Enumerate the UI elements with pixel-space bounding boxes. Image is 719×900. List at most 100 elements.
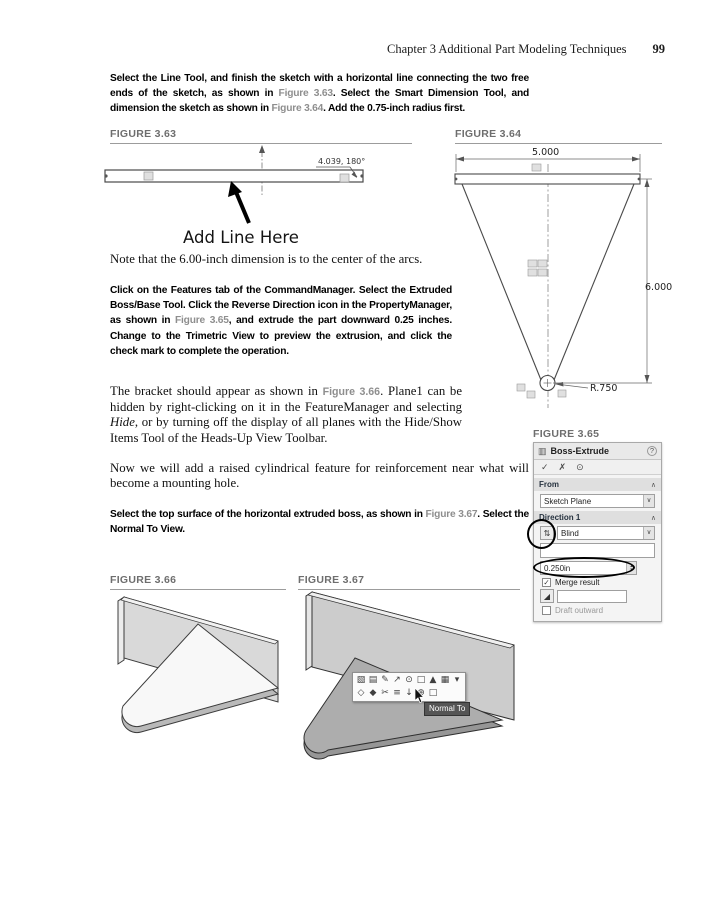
ok-icon[interactable]: ✓ <box>541 461 549 472</box>
chevron-up-icon: ∧ <box>650 481 656 489</box>
toolbar-icon[interactable]: ▲ <box>429 675 437 685</box>
plate-top-edge <box>307 591 515 649</box>
cancel-icon[interactable]: ✗ <box>558 461 567 472</box>
figure-3-66-label: FIGURE 3.66 <box>110 574 286 590</box>
arrowhead <box>644 179 650 187</box>
text-run: Select the top surface of the horizontal… <box>110 509 426 520</box>
toolbar-row: ◇ ◆ ✂ ≡ ↓ ⊕ □ <box>355 687 463 700</box>
arrowhead <box>456 156 464 162</box>
dimension-label: 5.000 <box>532 147 559 158</box>
relation-glyph <box>526 390 536 399</box>
relation-glyph <box>527 268 538 277</box>
from-plane-dropdown[interactable]: Sketch Plane ∨ <box>540 494 655 508</box>
running-head: Chapter 3 Additional Part Modeling Techn… <box>387 42 627 56</box>
dropdown-value: Sketch Plane <box>544 496 592 506</box>
hide-command: Hide <box>110 415 135 430</box>
direction-selection-box[interactable] <box>540 543 655 558</box>
page-number: 99 <box>652 42 666 56</box>
gusset-top-face <box>121 623 280 728</box>
normal-to-icon[interactable]: ↓ <box>405 688 413 698</box>
relation-glyph <box>143 171 154 181</box>
annotation-arrowhead <box>228 181 242 197</box>
toolbar-icon[interactable]: ◆ <box>369 688 377 698</box>
intro-paragraph: Select the Line Tool, and finish the ske… <box>110 71 529 117</box>
checkbox-label: Draft outward <box>555 606 604 615</box>
endpoint <box>360 174 364 178</box>
figure-3-63-label: FIGURE 3.63 <box>110 128 412 144</box>
checkbox-checked-icon: ✓ <box>542 578 551 587</box>
figure-ref-3-66: Figure 3.66 <box>322 386 381 398</box>
dimension-label: 6.000 <box>645 282 672 293</box>
figure-3-64-label: FIGURE 3.64 <box>455 128 662 144</box>
draft-outward-checkbox[interactable]: Draft outward <box>542 606 653 615</box>
chevron-down-icon: ∨ <box>643 495 654 507</box>
annotation-circle-depth <box>533 557 635 578</box>
toolbar-icon[interactable]: □ <box>416 675 426 685</box>
draft-row: ◢ <box>540 589 655 603</box>
plate-left-edge <box>305 591 313 671</box>
relation-glyph <box>537 259 548 268</box>
preview-icon[interactable]: ⊙ <box>576 461 584 472</box>
section-label: From <box>539 480 559 489</box>
toolbar-icon[interactable]: ⊙ <box>405 675 413 685</box>
figure-3-66-drawing <box>117 596 280 734</box>
page-header: Chapter 3 Additional Part Modeling Techn… <box>0 42 665 57</box>
figure-3-67-label: FIGURE 3.67 <box>298 574 520 590</box>
figure-ref-3-64: Figure 3.64 <box>271 103 324 115</box>
panel-title-bar: ▥ Boss-Extrude ? <box>534 443 661 460</box>
toolbar-icon[interactable]: ✎ <box>381 675 389 685</box>
draft-button[interactable]: ◢ <box>540 589 554 603</box>
relation-glyph <box>537 268 548 277</box>
text-run: . Select the Normal To View. <box>110 509 529 536</box>
panel-action-bar: ✓ ✗ ⊙ <box>534 460 661 475</box>
annotation-text: Add Line Here <box>183 228 299 247</box>
relation-glyph <box>339 173 350 183</box>
end-condition-dropdown[interactable]: Blind ∨ <box>557 526 655 540</box>
text-run: Select the Line Tool, and finish the ske… <box>110 73 529 100</box>
arrowhead <box>632 156 640 162</box>
help-icon[interactable]: ? <box>647 446 657 456</box>
end-condition-row: ⇅ Blind ∨ <box>540 526 655 540</box>
toolbar-icon[interactable]: ▦ <box>440 675 450 685</box>
figure-ref-3-67: Figure 3.67 <box>425 509 478 520</box>
sketch-line <box>461 183 542 381</box>
figure-3-67-drawing: ▧ ▤ ✎ ↗ ⊙ □ ▲ ▦ ▾ ◇ ◆ ✂ ≡ ↓ ⊕ □ Normal T… <box>298 588 520 772</box>
toolbar-icon[interactable]: ✂ <box>381 688 389 698</box>
endpoint <box>637 177 641 181</box>
from-section-header[interactable]: From ∧ <box>534 478 661 491</box>
arrowhead <box>644 375 650 383</box>
toolbar-icon[interactable]: □ <box>428 688 438 698</box>
features-paragraph: Click on the Features tab of the Command… <box>110 283 452 359</box>
sketch-bar <box>454 173 641 185</box>
dimension-label: R.750 <box>590 383 617 394</box>
toolbar-icon[interactable]: ▤ <box>368 675 378 685</box>
figure-ref-3-63: Figure 3.63 <box>278 88 333 100</box>
boss-extrude-icon: ▥ <box>538 445 547 456</box>
dimension-label: 4.039, 180° <box>318 157 365 166</box>
relation-glyph <box>516 383 526 392</box>
direction1-section-header[interactable]: Direction 1 ∧ <box>534 511 661 524</box>
chevron-up-icon: ∧ <box>650 514 656 522</box>
annotation-arrow <box>234 191 251 224</box>
sketch-line <box>553 183 635 381</box>
relation-glyph <box>531 163 542 172</box>
chevron-down-icon: ∨ <box>643 527 654 539</box>
figure-3-64-drawing: 5.000 R.750 6.000 <box>454 147 672 408</box>
endpoint <box>454 177 458 181</box>
draft-angle-field[interactable] <box>557 589 627 603</box>
toolbar-icon[interactable]: ⊕ <box>417 688 425 698</box>
property-manager-panel: ▥ Boss-Extrude ? ✓ ✗ ⊙ From ∧ Sketch Pla… <box>527 442 662 622</box>
panel-title: Boss-Extrude <box>550 446 610 456</box>
chevron-down-icon[interactable]: ▾ <box>454 675 460 685</box>
note-paragraph: Note that the 6.00-inch dimension is to … <box>110 252 423 266</box>
relation-glyph <box>527 259 538 268</box>
annotation-circle-reverse-direction <box>527 519 556 549</box>
text-run: , and extrude the part downward 0.25 inc… <box>110 315 452 357</box>
relation-glyph <box>557 389 567 398</box>
toolbar-icon[interactable]: ◇ <box>357 688 365 698</box>
toolbar-icon[interactable]: ↗ <box>393 675 401 685</box>
toolbar-icon[interactable]: ≡ <box>393 688 401 698</box>
arrowhead <box>351 171 357 178</box>
merge-result-checkbox[interactable]: ✓ Merge result <box>542 578 653 587</box>
toolbar-icon[interactable]: ▧ <box>356 675 366 685</box>
